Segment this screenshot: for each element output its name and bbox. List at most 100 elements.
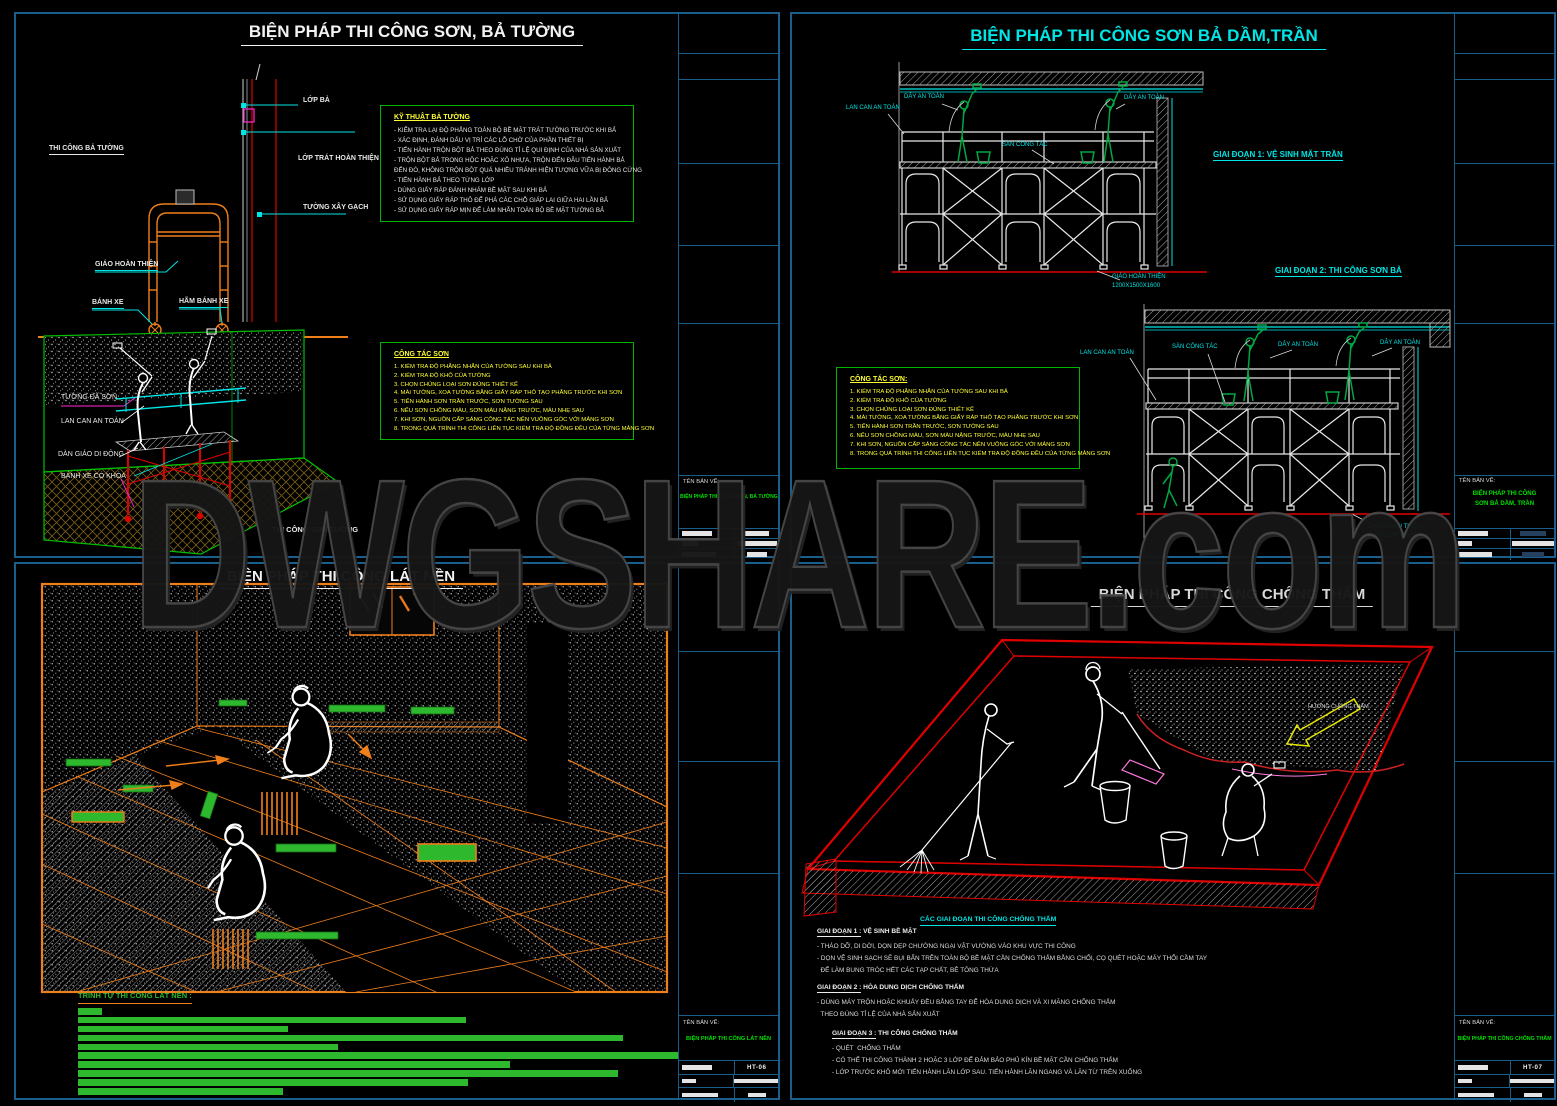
ceiling-paint-drawing xyxy=(887,62,1451,554)
stage-line: - CÓ THỂ THI CÔNG THÀNH 2 HOẶC 3 LỚP ĐỂ … xyxy=(832,1057,1119,1064)
label-giao-size: 1200X1500X1600 xyxy=(1112,283,1161,289)
sequence-step-bar xyxy=(78,1070,618,1077)
spec-line: 3. CHỌN CHỦNG LOẠI SƠN ĐÚNG THIẾT KẾ xyxy=(850,406,974,413)
title-block-row xyxy=(679,538,778,548)
spec-line: ĐẾN ĐÓ, KHÔNG TRỘN BỘT QUÁ NHIỀU TRÁNH H… xyxy=(394,167,642,174)
title-block-column: TÊN BẢN VẼ: BIỆN PHÁP THI CÔNG LÁT NỀN H… xyxy=(678,564,778,1102)
redacted-text-bar xyxy=(682,1092,718,1098)
title-block-cell xyxy=(735,529,778,538)
drawing-name-label: TÊN BẢN VẼ: xyxy=(683,479,720,485)
sequence-heading: TRÌNH TỰ THI CÔNG LÁT NỀN : xyxy=(78,991,192,1004)
redacted-text-bar xyxy=(1523,1092,1542,1098)
stage-lines: - THÁO DỠ, DI DỜI, DỌN DẸP CHƯỚNG NGẠI V… xyxy=(817,941,1207,977)
stage-2-block: GIAI ĐOẠN 2 : HÒA DUNG DỊCH CHỐNG THẤM -… xyxy=(817,984,1115,1021)
redacted-text-bar xyxy=(1458,1078,1472,1084)
spec-line: 3. CHỌN CHỦNG LOẠI SƠN ĐÚNG THIẾT KẾ xyxy=(394,381,518,388)
direction-arrows xyxy=(117,733,373,791)
redacted-text-bar xyxy=(1458,1092,1494,1098)
title-block-cell xyxy=(679,164,778,246)
title-block-cell xyxy=(679,1075,734,1087)
worker-figures xyxy=(1162,322,1368,509)
section-label: THI CÔNG BẢ TƯỜNG xyxy=(49,145,124,156)
title-block-cell xyxy=(1455,874,1554,1016)
label-tuong-da-son: TƯỜNG ĐÃ SƠN xyxy=(61,394,118,401)
stage-3-block: GIAI ĐOẠN 3 : THI CÔNG CHỐNG THẤM - QUÉT… xyxy=(832,1030,1142,1079)
title-block-cell xyxy=(1455,54,1554,80)
title-block-row xyxy=(679,528,778,538)
spec-line: 8. TRONG QUÁ TRÌNH THI CÔNG LIÊN TỤC KIỂ… xyxy=(394,425,655,432)
worker-figures xyxy=(948,81,1128,164)
title-block-cell xyxy=(1455,564,1554,652)
stage-line: THEO ĐÚNG TỈ LỆ CỦA NHÀ SẢN XUẤT xyxy=(817,1011,940,1018)
spec-line: 6. NẾU SƠN CHỒNG MÀU, SƠN MÀU NẶNG TRƯỚC… xyxy=(850,432,1040,439)
wall-painting-iso-scene xyxy=(43,328,340,555)
label-san-cong-tac: SÀN CÔNG TÁC xyxy=(1002,142,1048,148)
floor-tiling-iso-drawing xyxy=(40,582,669,994)
label-dan-giao-di-dong: DÀN GIÁO DI ĐỘNG xyxy=(58,451,125,458)
title-block-cell xyxy=(679,652,778,762)
title-block-row xyxy=(679,1074,778,1087)
label-giao-hoan-thien: GIÁO HOÀN THIỆN xyxy=(1112,274,1166,280)
sequence-step-bar xyxy=(78,1088,283,1095)
title-block-cell xyxy=(679,874,778,1016)
sequence-step-bar xyxy=(78,1079,468,1086)
title-block-cell xyxy=(1455,246,1554,324)
spec-line: - XÁC ĐỊNH, ĐÁNH DẤU VỊ TRÍ CÁC LỖ CHỜ C… xyxy=(394,137,584,144)
tiler-workers xyxy=(206,684,333,922)
redacted-text-bar xyxy=(682,552,716,557)
redacted-text-bar xyxy=(734,1078,778,1084)
spec-box-lines: 1. KIỂM TRA ĐỘ PHẲNG NHẴN CỦA TƯỜNG SAU … xyxy=(394,363,655,433)
wall-section-detail xyxy=(241,63,355,322)
label-tuong-xay-gach: TƯỜNG XÂY GẠCH xyxy=(303,204,369,211)
title-block-cell xyxy=(679,529,736,538)
stage2-label: GIAI ĐOẠN 2: THI CÔNG SƠN BẢ xyxy=(1275,266,1402,278)
redacted-text-bar xyxy=(744,531,769,536)
title-block-cell xyxy=(1455,529,1512,538)
title-block-cell xyxy=(1455,164,1554,246)
title-block-column: TÊN BẢN VẼ: BIỆN PHÁP THI CÔNG CHỐNG THẤ… xyxy=(1454,564,1554,1102)
spec-box-lines: - KIỂM TRA LẠI ĐỘ PHẲNG TOÀN BỘ BỀ MẶT T… xyxy=(394,126,642,216)
spec-line: 7. KHI SƠN, NGUỒN CẤP SÁNG CÔNG TÁC NÊN … xyxy=(850,441,1070,448)
title-block-cell xyxy=(1455,324,1554,476)
sheet-chong-tham: BIỆN PHÁP THI CÔNG CHỐNG THẤM HƯỚNG CHỐN… xyxy=(790,562,1556,1102)
spec-line: - DÙNG GIẤY RÁP ĐÁNH NHÁM BỀ MẶT SAU KHI… xyxy=(394,187,547,194)
drawing-name-line1: BIỆN PHÁP THI CÔNG xyxy=(1472,491,1537,497)
label-giao-hoan-thien: GIÁO HOÀN THIỆN xyxy=(95,261,159,272)
label-day-an-toan: DÂY AN TOÀN xyxy=(1380,340,1421,346)
stage-name: VỆ SINH BỀ MẶT xyxy=(861,928,917,935)
title-block-cell xyxy=(1455,1075,1510,1087)
title-block-cell xyxy=(679,80,778,164)
title-block-cell: HT-06 xyxy=(735,1061,778,1074)
title-block-cell xyxy=(1511,549,1554,560)
label-lan-can-an-toan: LAN CAN AN TOÀN xyxy=(61,418,124,425)
spec-line: 5. TIẾN HÀNH SƠN TRẦN TRƯỚC, SƠN TƯỜNG S… xyxy=(394,399,543,406)
drawing-name-line2: SƠN BẢ DẦM, TRẦN xyxy=(1474,501,1535,507)
spec-line: - TRỘN BỘT BẢ TRONG HỘC HOẶC XÔ NHỰA, TR… xyxy=(394,157,625,164)
redacted-text-bar xyxy=(1458,1065,1488,1070)
stage1-label: GIAI ĐOẠN 1: VỆ SINH MẶT TRẦN xyxy=(1213,150,1343,162)
label-giao-hoan-thien: GIÁO HOÀN THIỆN xyxy=(1368,524,1422,530)
sequence-step-bar xyxy=(78,1034,623,1042)
arrow-label: HƯỚNG CHỐNG THẤM xyxy=(1308,704,1369,710)
drawing-name: BIỆN PHÁP THI CÔNG CHỐNG THẤM xyxy=(1457,1036,1552,1042)
drawing-name: BIỆN PHÁP THI CÔNG SƠN, BẢ TƯỜNG xyxy=(680,494,778,500)
spec-line: 4. MÀI TƯỜNG, XOA TƯỜNG BẰNG GIẤY RÁP TH… xyxy=(394,390,623,397)
stage-line: - THÁO DỠ, DI DỜI, DỌN DẸP CHƯỚNG NGẠI V… xyxy=(817,943,1076,950)
title-block-cell xyxy=(1455,652,1554,762)
direction-arrow xyxy=(1285,697,1362,747)
stage-line: - DỌN VỆ SINH SẠCH SẼ BỤI BẨN TRÊN TOÀN … xyxy=(817,955,1208,962)
title-block-cell xyxy=(1455,549,1512,560)
title-block-cell: HT-07 xyxy=(1511,1061,1554,1074)
redacted-text-bar xyxy=(682,531,712,536)
stage-1-block: GIAI ĐOẠN 1 : VỆ SINH BỀ MẶT - THÁO DỠ, … xyxy=(817,928,1207,977)
title-block-cell xyxy=(735,549,778,560)
sheet-title-lat-nen: BIỆN PHÁP THI CÔNG LÁT NỀN xyxy=(218,568,464,589)
spec-box-heading: CÔNG TÁC SƠN xyxy=(394,351,449,358)
spec-line: 5. TIẾN HÀNH SƠN TRẦN TRƯỚC, SƠN TƯỜNG S… xyxy=(850,424,999,431)
title-block-cell xyxy=(1510,1075,1554,1087)
redacted-text-bar xyxy=(682,541,698,546)
spreader-worker xyxy=(1063,661,1165,791)
title-block-cell xyxy=(679,539,736,548)
spec-line: 1. KIỂM TRA ĐỘ PHẲNG NHẴN CỦA TƯỜNG SAU … xyxy=(850,389,1008,395)
title-block-cell xyxy=(1455,14,1554,54)
